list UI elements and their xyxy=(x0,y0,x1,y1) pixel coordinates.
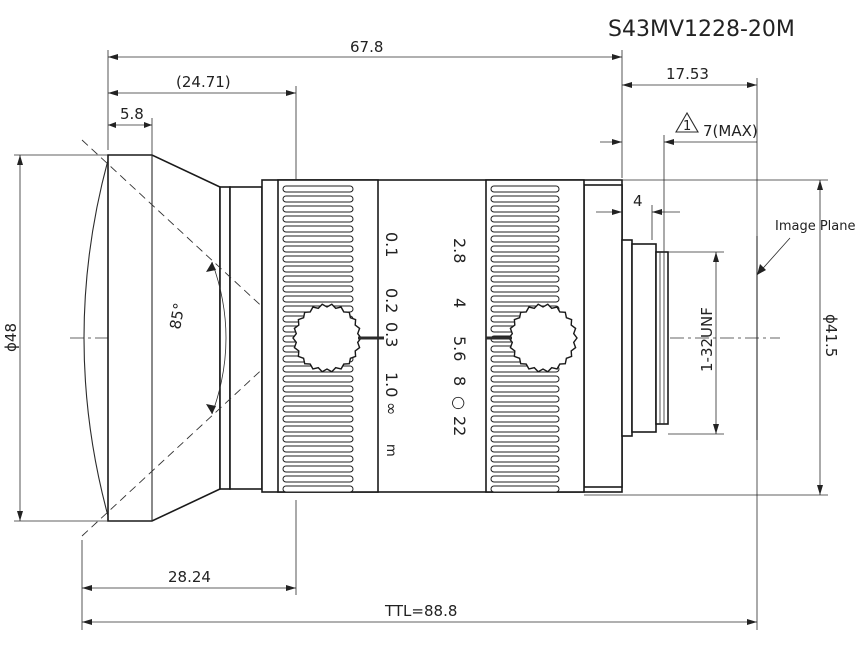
knurl-ridge xyxy=(282,275,354,283)
knurl-ridge xyxy=(282,205,354,213)
knurl-ridge xyxy=(490,385,560,393)
knurl-ridge xyxy=(490,275,560,283)
knurl-ridge xyxy=(282,295,354,303)
dim-hood-depth: 5.8 xyxy=(108,105,153,155)
knurl-ridge xyxy=(490,195,560,203)
knurl-ridge xyxy=(282,475,354,483)
svg-text:17.53: 17.53 xyxy=(666,65,709,83)
focus-mark-0-3: 0.3 xyxy=(382,322,401,347)
knurl-ridge xyxy=(282,485,354,493)
knurl-ridge xyxy=(282,445,354,453)
focus-mark-0-1: 0.1 xyxy=(382,232,401,257)
thumb-screw-icon xyxy=(292,303,362,373)
knurl-ridge xyxy=(282,255,354,263)
knurl-ridge xyxy=(282,235,354,243)
knurl-ridge xyxy=(490,425,560,433)
knurl-ridge xyxy=(282,285,354,293)
aperture-mark-4: 4 xyxy=(450,298,469,308)
knurl-ridge xyxy=(490,225,560,233)
knurl-ridge xyxy=(282,405,354,413)
model-title: S43MV1228-20M xyxy=(608,17,795,42)
knurl-ridge xyxy=(282,375,354,383)
dim-mount-thread: 1-32UNF xyxy=(668,251,724,435)
dim-body-diameter: ϕ41.5 xyxy=(584,179,840,496)
field-of-view-indicator: 85° xyxy=(81,139,297,537)
knurl-ridge xyxy=(490,255,560,263)
knurl-ridge xyxy=(490,235,560,243)
knurl-ridge xyxy=(490,245,560,253)
svg-text:TTL=88.8: TTL=88.8 xyxy=(384,602,457,620)
knurl-ridge xyxy=(490,465,560,473)
knurl-ridge xyxy=(282,395,354,403)
focus-scale: 0.1 0.2 0.3 1.0 ∞ m xyxy=(382,232,401,457)
dim-front-to-ring: (24.71) xyxy=(108,73,297,180)
knurl-ridge xyxy=(490,185,560,193)
focus-unit: m xyxy=(383,444,398,457)
knurl-ridge xyxy=(282,225,354,233)
dim-total-track: TTL=88.8 xyxy=(82,440,758,630)
focus-mark-infinity: ∞ xyxy=(382,402,401,415)
aperture-mark-8: 8 xyxy=(450,376,469,386)
knurl-ridge xyxy=(282,185,354,193)
knurl-ridge xyxy=(490,205,560,213)
svg-text:5.8: 5.8 xyxy=(120,105,144,123)
knurl-ridge xyxy=(282,435,354,443)
focus-mark-1-0: 1.0 xyxy=(382,372,401,397)
aperture-mark-2-8: 2.8 xyxy=(450,238,469,263)
svg-text:4: 4 xyxy=(633,192,643,210)
knurl-ridge xyxy=(490,295,560,303)
knurl-ridge xyxy=(490,375,560,383)
warning-triangle-icon: 1 xyxy=(675,111,699,134)
knurl-ridge xyxy=(282,215,354,223)
svg-text:1-32UNF: 1-32UNF xyxy=(698,307,716,372)
knurl-ridge xyxy=(282,385,354,393)
svg-text:7(MAX): 7(MAX) xyxy=(703,122,758,140)
knurl-ridge xyxy=(490,455,560,463)
dim-overall-length: 67.8 xyxy=(107,38,623,178)
dim-max-protrusion: 1 7(MAX) xyxy=(600,111,758,252)
knurl-ridge xyxy=(282,465,354,473)
dim-back-focus: 17.53 xyxy=(622,65,758,236)
knurl-ridge xyxy=(282,415,354,423)
knurl-ridge xyxy=(490,215,560,223)
dim-front-to-ring-center: 28.24 xyxy=(81,500,297,630)
knurl-ridge xyxy=(282,245,354,253)
svg-text:28.24: 28.24 xyxy=(168,568,211,586)
svg-text:67.8: 67.8 xyxy=(350,38,383,56)
knurl-ridge xyxy=(490,435,560,443)
knurl-ridge xyxy=(490,475,560,483)
knurl-ridge xyxy=(490,485,560,493)
svg-text:(24.71): (24.71) xyxy=(176,73,231,91)
knurl-ridge xyxy=(490,265,560,273)
knurl-ridge xyxy=(490,405,560,413)
svg-text:ϕ48: ϕ48 xyxy=(2,323,20,352)
knurl-ridge xyxy=(282,265,354,273)
front-hood xyxy=(83,154,263,522)
svg-text:ϕ41.5: ϕ41.5 xyxy=(822,314,840,357)
knurl-ridge xyxy=(490,285,560,293)
knurl-ridge xyxy=(282,455,354,463)
aperture-mark-5-6: 5.6 xyxy=(450,336,469,361)
knurl-ridge xyxy=(282,425,354,433)
aperture-mark-circle: ○ xyxy=(450,396,469,410)
dim-front-diameter: ϕ48 xyxy=(2,154,108,522)
aperture-mark-22: 22 xyxy=(450,416,469,436)
knurl-ridge xyxy=(490,445,560,453)
aperture-scale: 2.8 4 5.6 8 ○ 22 xyxy=(450,238,469,436)
dim-flange-gap: 4 xyxy=(596,192,680,240)
knurl-ridge xyxy=(490,415,560,423)
mount-thread xyxy=(655,251,669,425)
fov-label: 85° xyxy=(166,301,188,330)
image-plane-label: Image Plane xyxy=(775,219,856,234)
svg-text:1: 1 xyxy=(683,119,691,134)
knurl-ridge xyxy=(490,395,560,403)
knurl-ridge xyxy=(282,195,354,203)
focus-mark-0-2: 0.2 xyxy=(382,288,401,313)
